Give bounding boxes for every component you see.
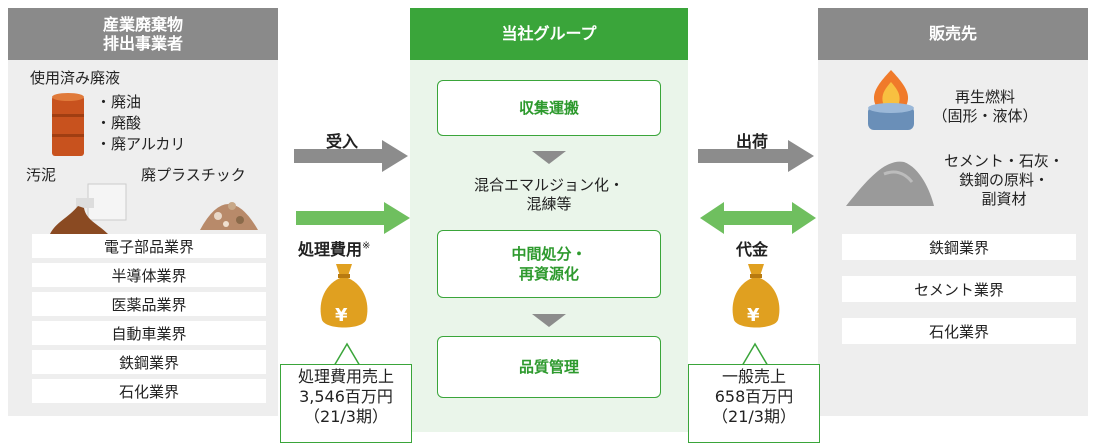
yen-symbol: ¥ bbox=[747, 305, 760, 326]
customer-industry-item: 石化業界 bbox=[842, 318, 1076, 344]
plastic-pile-icon bbox=[200, 202, 258, 230]
recycled-fuel-text: 再生燃料 （固形・液体） bbox=[932, 88, 1038, 125]
money-bag-icon bbox=[732, 264, 780, 328]
powder-pile-icon bbox=[846, 161, 934, 206]
customers-panel: 販売先 再生燃料 （固形・液体） セメント・石灰・ 鉄鋼の原料・ 副資材 鉄鋼業… bbox=[818, 8, 1088, 416]
emulsification-text: 混合エマルジョン化・ 混練等 bbox=[473, 176, 624, 213]
down-triangle-icon bbox=[532, 151, 566, 164]
customer-industry-item: セメント業界 bbox=[842, 276, 1076, 302]
company-header: 当社グループ bbox=[410, 8, 688, 60]
industry-item: 医薬品業界 bbox=[32, 292, 266, 316]
industry-item: 半導体業界 bbox=[32, 263, 266, 287]
waste-plastic-label: 廃プラスチック bbox=[141, 166, 246, 184]
general-sales-callout: 一般売上 658百万円 （21/3期） bbox=[688, 364, 820, 443]
receive-label: 受入 bbox=[326, 132, 359, 151]
oil-drum-icon bbox=[52, 93, 84, 156]
emitters-panel: 産業廃棄物 排出事業者 使用済み廃液 ・廃油 ・廃酸 ・廃アルカリ 汚泥 廃プラ… bbox=[8, 8, 278, 416]
industry-item: 鉄鋼業界 bbox=[32, 350, 266, 374]
sludge-icon bbox=[50, 183, 127, 234]
intermediate-treatment-box: 中間処分・ 再資源化 bbox=[437, 230, 661, 298]
industry-item: 自動車業界 bbox=[32, 321, 266, 345]
customers-header: 販売先 bbox=[818, 8, 1088, 60]
industry-item: 石化業界 bbox=[32, 379, 266, 403]
money-bag-icon bbox=[320, 264, 368, 328]
receive-arrow-icon bbox=[294, 140, 408, 172]
ship-arrow-icon bbox=[698, 140, 814, 172]
yen-symbol: ¥ bbox=[335, 305, 348, 326]
waste-acid-label: ・廃酸 bbox=[96, 114, 142, 132]
fee-sales-callout: 処理費用売上 3,546百万円 （21/3期） bbox=[280, 364, 412, 443]
waste-alkali-label: ・廃アルカリ bbox=[96, 135, 186, 153]
ship-label: 出荷 bbox=[736, 132, 769, 151]
burner-flame-icon bbox=[868, 70, 914, 130]
sludge-label: 汚泥 bbox=[26, 166, 57, 184]
emitters-header: 産業廃棄物 排出事業者 bbox=[8, 8, 278, 60]
waste-oil-label: ・廃油 bbox=[96, 93, 142, 111]
down-triangle-icon bbox=[532, 314, 566, 327]
company-panel: 当社グループ 収集運搬 混合エマルジョン化・ 混練等 中間処分・ 再資源化 品質… bbox=[410, 8, 688, 432]
payment-arrow-icon bbox=[700, 202, 816, 234]
waste-liquid-title: 使用済み廃液 bbox=[30, 69, 121, 87]
cement-raw-material-text: セメント・石灰・ 鉄鋼の原料・ 副資材 bbox=[944, 152, 1064, 208]
payment-label: 代金 bbox=[736, 240, 769, 259]
industry-item: 電子部品業界 bbox=[32, 234, 266, 258]
customer-industry-item: 鉄鋼業界 bbox=[842, 234, 1076, 260]
fee-callout-tail bbox=[332, 342, 362, 367]
general-callout-tail bbox=[740, 342, 770, 367]
fee-label: 処理費用※ bbox=[298, 240, 371, 259]
collection-transport-box: 収集運搬 bbox=[437, 80, 661, 136]
fee-arrow-icon bbox=[296, 202, 410, 234]
quality-control-box: 品質管理 bbox=[437, 336, 661, 398]
